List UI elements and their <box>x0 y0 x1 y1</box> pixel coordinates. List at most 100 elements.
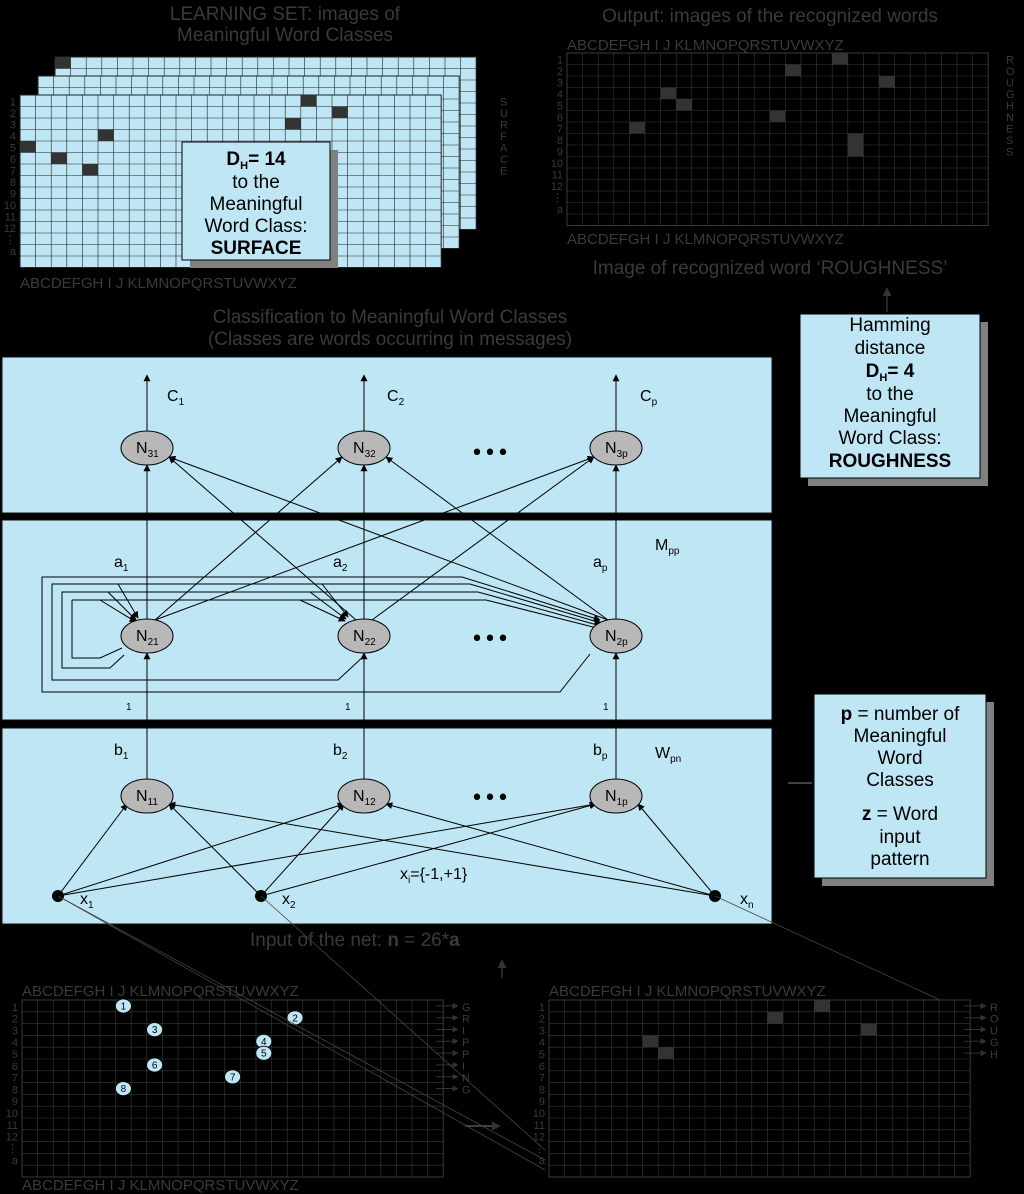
neuron-label: N11 <box>136 788 158 808</box>
word-letter: H <box>990 1049 998 1061</box>
output-columns-top: ABCDEFGH I J KLMNOPQRSTUVWXYZ <box>567 37 844 54</box>
learning-set-title-2: Meaningful Word Classes <box>177 25 393 46</box>
row-label: 6 <box>12 1061 18 1073</box>
row-dots: ⋮ <box>552 193 563 205</box>
marker-number: 1 <box>121 1002 127 1013</box>
input-of-net: Input of the net: n = 26*a <box>250 930 460 951</box>
grid-a-columns-bottom: ABCDEFGH I J KLMNOPQRSTUVWXYZ <box>22 1177 299 1194</box>
matrix-wpn: Wpn <box>655 745 681 765</box>
input-a2: a2 <box>333 554 348 574</box>
row-last: a <box>12 1155 19 1167</box>
row-label: 5 <box>539 1049 545 1061</box>
filled-cell <box>879 76 895 88</box>
filled-cell <box>767 1011 783 1024</box>
marker-number: 3 <box>152 1025 158 1036</box>
p-line2: Meaningful <box>854 726 947 747</box>
neuron-label: N31 <box>136 440 159 460</box>
word-letter: G <box>1006 89 1015 101</box>
row-label: 11 <box>7 1120 18 1132</box>
word-letter: F <box>500 131 507 143</box>
word-letter: O <box>990 1014 999 1026</box>
hamming-line5: Meaningful <box>844 406 937 427</box>
row-last: a <box>10 246 17 258</box>
filled-cell <box>98 129 114 141</box>
filled-cell <box>832 53 848 65</box>
row-label: 3 <box>10 120 16 132</box>
classification-title-2: (Classes are words occurring in messages… <box>208 329 572 350</box>
word-letter: R <box>500 120 508 132</box>
neuron-label: N12 <box>353 788 376 808</box>
output-grid <box>566 52 989 226</box>
neuron-N31 <box>120 430 174 466</box>
row-label: 12 <box>533 1132 545 1144</box>
input-ap: ap <box>593 554 608 574</box>
neuron-N12 <box>337 778 391 814</box>
dh14-line4: Word Class: <box>204 216 307 237</box>
top-layer-panel <box>1 356 773 514</box>
middle-layer-labels: a1 a2 ap Mpp 1 1 1 ••• <box>114 537 680 713</box>
input-bp: bp <box>593 742 608 762</box>
word-letter: R <box>1006 55 1014 67</box>
neuron-N2p <box>589 618 643 654</box>
top-layer-labels: C1 C2 Cp ••• <box>167 388 658 466</box>
output-title: Output: images of the recognized words <box>602 6 938 27</box>
hamming-line4: to the <box>866 384 914 405</box>
row-label: 1 <box>10 97 16 109</box>
row-label: 9 <box>539 1096 545 1108</box>
filled-cell <box>847 133 864 145</box>
hamming-box: Hamming distance DH= 4 to the Meaningful… <box>799 313 988 486</box>
marker-circle <box>224 1069 242 1085</box>
row-label: 2 <box>10 108 16 120</box>
row-last: a <box>557 204 564 216</box>
word-letter: P <box>462 1049 469 1061</box>
neuron-label: N1p <box>605 788 628 808</box>
classification-title-1: Classification to Meaningful Word Classe… <box>213 307 567 328</box>
middle-ellipsis: ••• <box>471 627 510 652</box>
p-definition-box: p = number of Meaningful Word Classes z … <box>788 693 994 886</box>
row-label: 4 <box>557 89 563 101</box>
output-cp: Cp <box>640 388 658 408</box>
word-letter: N <box>462 1073 470 1085</box>
filled-cell <box>769 110 786 122</box>
filled-cell <box>20 141 36 153</box>
p-line1: p = number of <box>841 704 961 725</box>
row-last: a <box>539 1155 546 1167</box>
output-c2: C2 <box>387 388 405 408</box>
word-letter: C <box>500 154 508 166</box>
word-letter: A <box>500 143 508 155</box>
filled-cell <box>658 1047 674 1059</box>
neuron-N1p <box>589 778 643 814</box>
row-label: 6 <box>10 154 16 166</box>
filled-cell <box>300 95 317 107</box>
network-connections <box>57 374 716 897</box>
row-label: 4 <box>539 1037 545 1049</box>
word-letter: N <box>1006 112 1014 124</box>
row-dots: ⋮ <box>5 235 16 247</box>
word-letter: U <box>500 108 508 120</box>
row-label: 3 <box>557 78 563 90</box>
filled-cell <box>660 87 677 99</box>
marker-number: 2 <box>292 1013 298 1024</box>
input-x1: x1 <box>80 891 94 911</box>
learning-set-title-1: LEARNING SET: images of <box>170 4 401 25</box>
input-b1: b1 <box>114 742 129 762</box>
grid-b <box>548 999 971 1178</box>
weight-one-3: 1 <box>603 702 609 713</box>
row-label: 12 <box>4 223 16 235</box>
weight-one-1: 1 <box>126 702 132 713</box>
bottom-layer-labels: b1 b2 bp Wpn x1 x2 xn xi={-1,+1} ••• <box>52 742 754 911</box>
row-label: 8 <box>10 177 16 189</box>
word-letter: R <box>990 1002 998 1014</box>
row-label: 5 <box>10 143 16 155</box>
filled-cell <box>785 64 801 76</box>
grid-b-label: b <box>748 959 758 976</box>
marker-number: 8 <box>121 1084 127 1095</box>
marker-number: 7 <box>230 1072 236 1083</box>
word-letter: U <box>990 1025 998 1037</box>
row-label: 7 <box>539 1073 545 1085</box>
row-label: 6 <box>557 112 563 124</box>
